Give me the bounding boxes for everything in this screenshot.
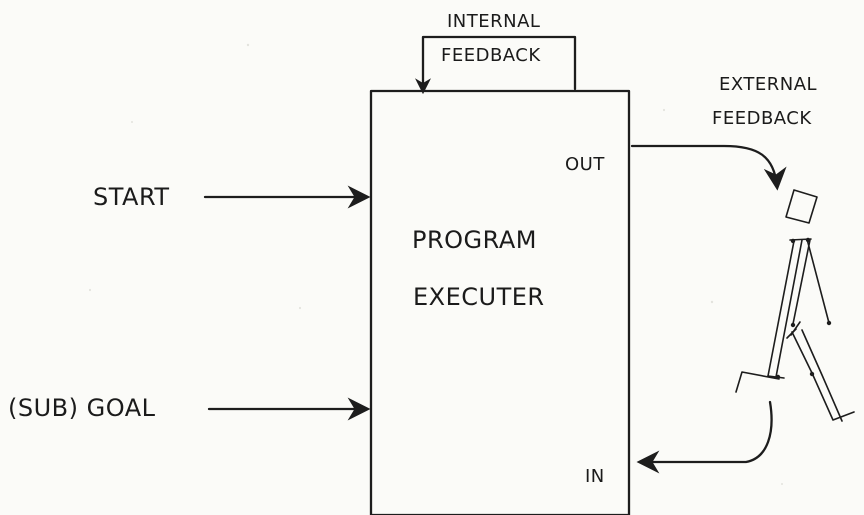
person-back-leg-lower-icon [776, 240, 802, 377]
person-joint-icon [806, 238, 810, 242]
paper-speck [781, 483, 783, 485]
internal-feedback-label-line1: INTERNAL [447, 11, 540, 32]
person-arm-front-icon [807, 239, 829, 323]
external-feedback-label-line1: EXTERNAL [719, 74, 817, 95]
person-joint-icon [776, 375, 780, 379]
paper-speck [247, 44, 249, 46]
paper-speck [663, 109, 665, 111]
start-label: START [93, 183, 170, 211]
person-joint-icon [827, 321, 831, 325]
person-joint-icon [791, 323, 795, 327]
person-arm-back-icon [793, 240, 810, 324]
in-label: IN [585, 466, 605, 487]
paper-speck [711, 301, 713, 303]
paper-speck [89, 289, 91, 291]
paper-speck [131, 121, 133, 123]
person-head-icon [786, 190, 817, 223]
paper-speck [299, 307, 301, 309]
person-left-foot-icon [736, 372, 779, 392]
internal-feedback-label-line2: FEEDBACK [441, 45, 541, 66]
out-label: OUT [565, 154, 605, 175]
person-front-leg-edge-icon [802, 330, 842, 421]
external-feedback-label-line2: FEEDBACK [712, 108, 812, 129]
out-feedback-arrow [632, 146, 777, 186]
program-label-line1: PROGRAM [412, 226, 537, 254]
person-joint-icon [791, 239, 795, 243]
walking-person-icon [736, 190, 854, 421]
person-back-leg-upper-icon [768, 241, 794, 376]
sub-goal-label: (SUB) GOAL [8, 394, 156, 422]
in-feedback-arrow [641, 402, 772, 462]
person-joint-icon [810, 372, 814, 376]
program-label-line2: EXECUTER [413, 283, 545, 311]
